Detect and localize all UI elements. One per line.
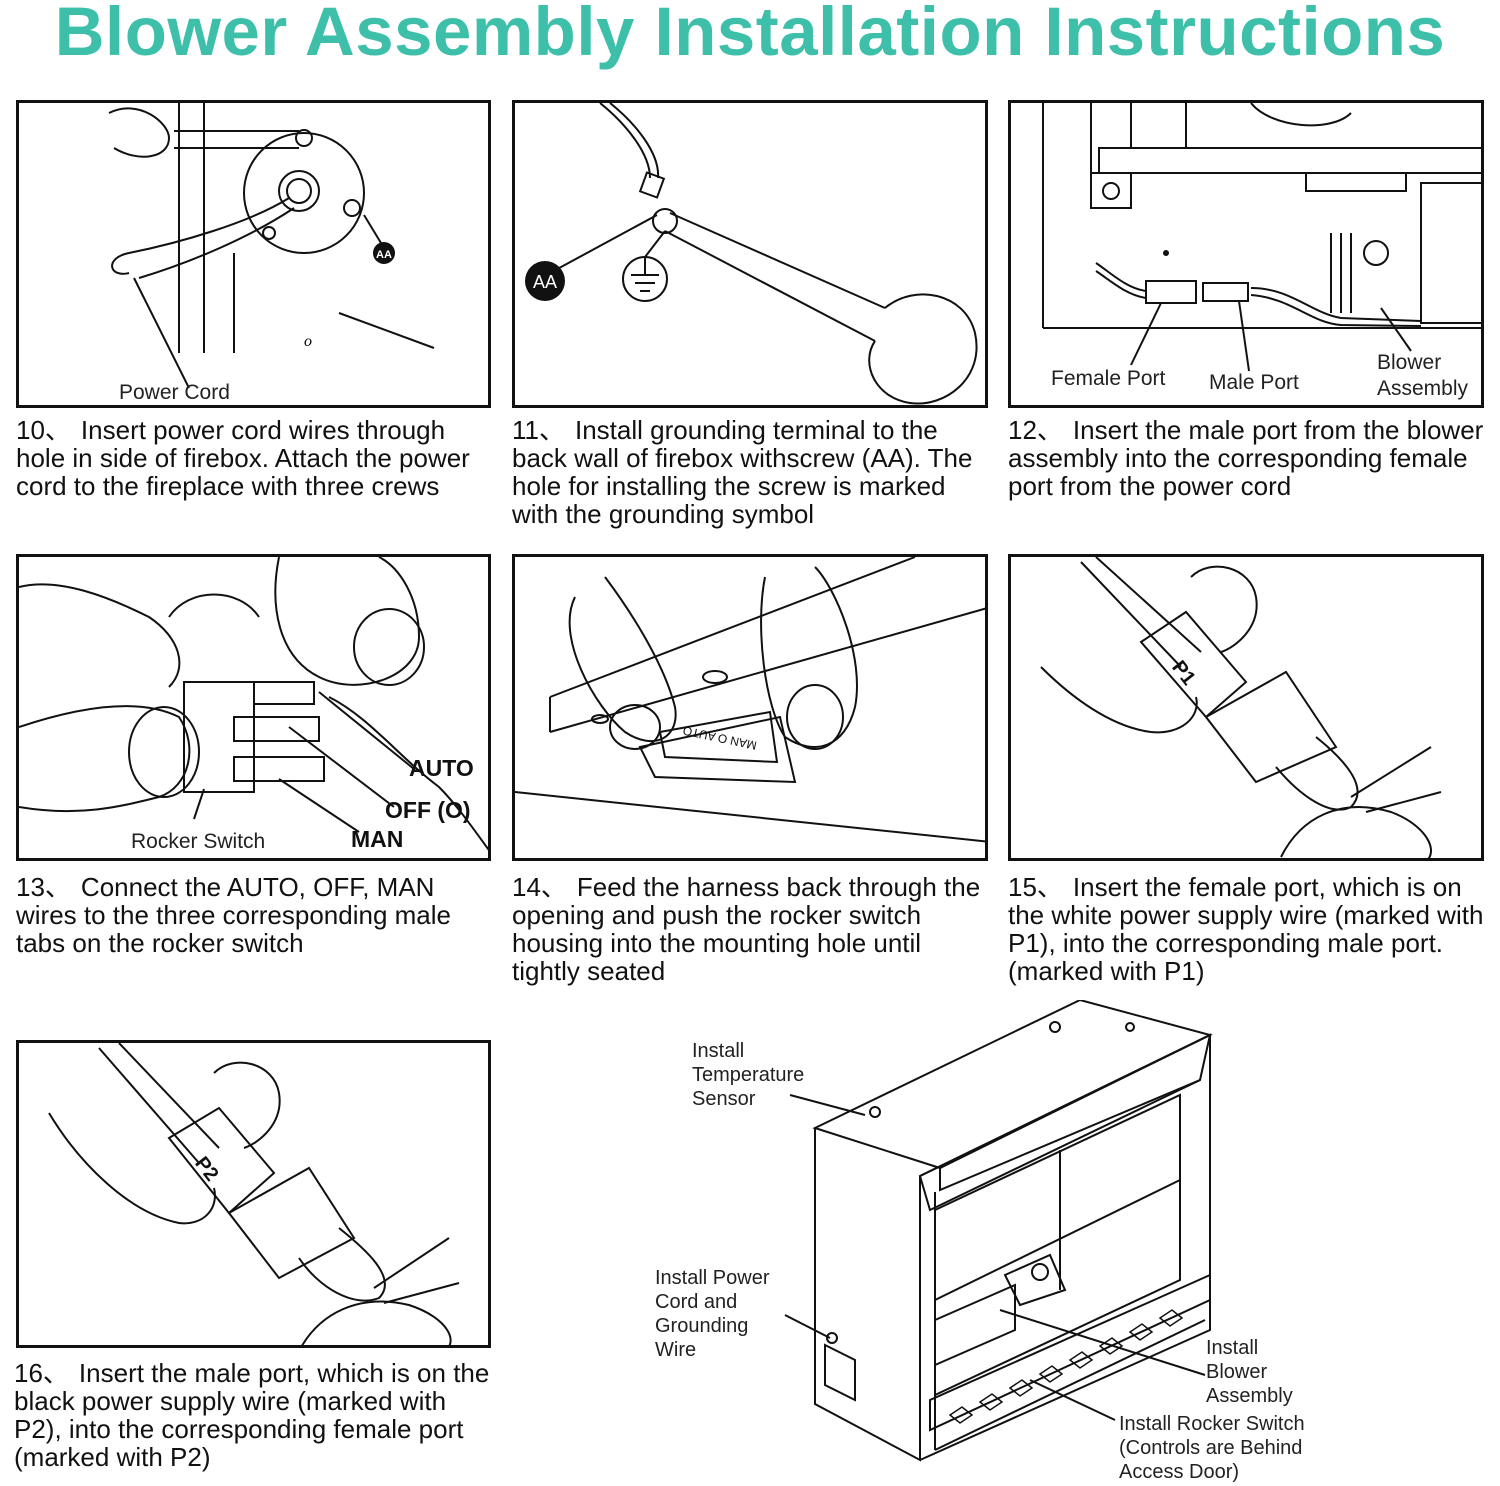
step-14-text: 14、Feed the harness back through the ope…: [512, 873, 988, 985]
rocker-switch-label: Rocker Switch: [131, 830, 266, 853]
step-number: 15、: [1008, 872, 1063, 902]
aa-marker: AA: [376, 249, 392, 261]
firebox-diagram: [784, 1000, 1213, 1462]
step-10-illustration: AA o Power Cord: [16, 100, 491, 408]
step-instruction: Connect the AUTO, OFF, MAN wires to the …: [16, 872, 452, 958]
step-instruction: Insert the male port from the blower ass…: [1008, 415, 1484, 501]
power-cord-drawing: AA o: [108, 103, 435, 389]
step-13-text: 13、Connect the AUTO, OFF, MAN wires to t…: [16, 873, 491, 957]
blower-connector-drawing: [1042, 103, 1481, 372]
step-14-illustration: MAN O AUTO: [512, 554, 988, 861]
p2-connector-drawing: P2: [48, 1043, 460, 1345]
temp-sensor-label: Install Temperature Sensor: [692, 1040, 805, 1110]
p1-tag: P1: [1167, 657, 1199, 690]
switch-face-label: MAN O AUTO: [682, 723, 758, 752]
step-instruction: Feed the harness back through the openin…: [512, 872, 981, 986]
female-port-label: Female Port: [1051, 367, 1166, 390]
step-12-text: 12、Insert the male port from the blower …: [1008, 416, 1484, 500]
aa-marker: AA: [533, 272, 557, 292]
step-number: 16、: [14, 1358, 69, 1388]
male-port-label: Male Port: [1209, 371, 1299, 394]
svg-text:o: o: [304, 333, 312, 350]
grounding-drawing: AA: [525, 103, 978, 405]
rocker-push-drawing: MAN O AUTO: [515, 557, 985, 843]
p1-connector-drawing: P1: [1040, 557, 1442, 858]
step-15-illustration: P1: [1008, 554, 1484, 861]
step-16-illustration: P2: [16, 1040, 491, 1348]
step-16-text: 16、Insert the male port, which is on the…: [14, 1359, 492, 1471]
blower-label-line2: Assembly: [1377, 377, 1469, 400]
step-15-text: 15、Insert the female port, which is on t…: [1008, 873, 1484, 985]
power-cord-label: Power Cord: [119, 381, 230, 404]
off-label: OFF (O): [385, 797, 471, 823]
step-10-text: 10、Insert power cord wires through hole …: [16, 416, 491, 500]
step-11-illustration: AA: [512, 100, 988, 408]
step-number: 10、: [16, 415, 71, 445]
step-number: 14、: [512, 872, 567, 902]
rocker-wiring-drawing: [19, 557, 488, 851]
blower-install-label: Install Blower Assembly: [1206, 1337, 1293, 1407]
step-instruction: Insert the female port, which is on the …: [1008, 872, 1484, 986]
step-13-illustration: AUTO OFF (O) MAN Rocker Switch: [16, 554, 491, 861]
rocker-install-label: Install Rocker Switch (Controls are Behi…: [1119, 1413, 1305, 1483]
power-cord-install-label: Install Power Cord and Grounding Wire: [655, 1267, 770, 1361]
step-number: 13、: [16, 872, 71, 902]
blower-label-line1: Blower: [1377, 351, 1442, 374]
step-instruction: Install grounding terminal to the back w…: [512, 415, 973, 529]
auto-label: AUTO: [409, 755, 474, 781]
step-number: 11、: [512, 415, 565, 445]
step-number: 12、: [1008, 415, 1063, 445]
man-label: MAN: [351, 826, 404, 852]
step-instruction: Insert the male port, which is on the bl…: [14, 1358, 490, 1472]
step-12-illustration: Female Port Male Port Blower Assembly: [1008, 100, 1484, 408]
step-11-text: 11、Install grounding terminal to the bac…: [512, 416, 988, 528]
step-instruction: Insert power cord wires through hole in …: [16, 415, 470, 501]
page-title: Blower Assembly Installation Instruction…: [54, 0, 1446, 70]
